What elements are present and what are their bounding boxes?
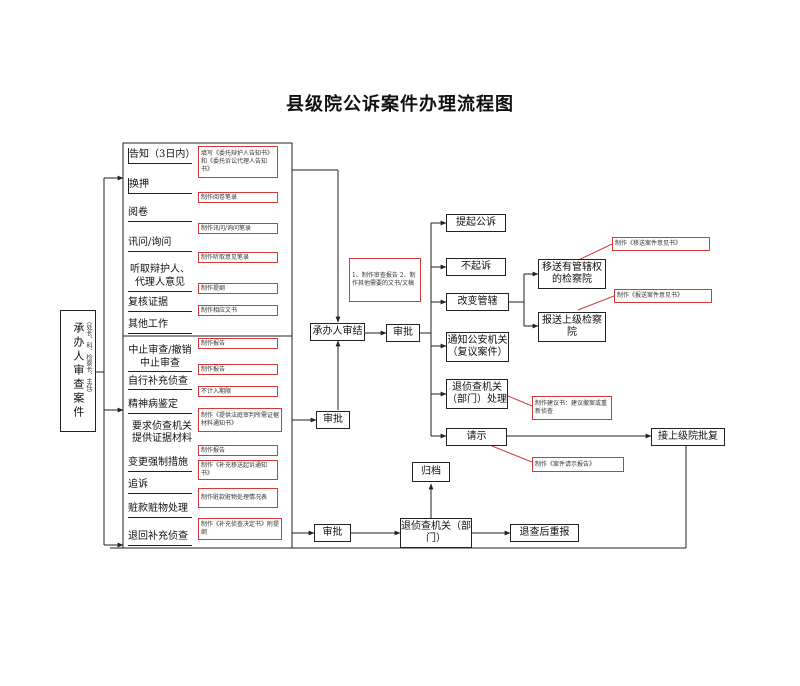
outcome-prosecute-label: 提起公诉 (456, 216, 496, 228)
step-interrogate-note: 制作讯问/询问笔录 (198, 223, 278, 234)
step-return-investigation-note: 制作《补充侦查决定书》附提纲 (198, 518, 282, 540)
step-change-measures: 变更强制措施 (128, 456, 192, 472)
step-self-investigate-label: 自行补充侦查 (128, 376, 188, 388)
transfer-superior-label: 报送上级检察院 (542, 314, 602, 339)
step-other-work: 其他工作 (128, 318, 192, 334)
outcome-no-prosecute-label: 不起诉 (461, 260, 491, 272)
step-stolen-goods-note: 制作赃款赃物处理情况表 (198, 488, 278, 508)
approve-bottom-label: 审批 (322, 526, 343, 538)
step-supplementary-charge-note: 制作《补充移送起诉通知书》 (198, 460, 278, 480)
archive-box: 归档 (412, 462, 450, 482)
outcome-return-agency-label: 退侦查机关（部门）处理 (447, 381, 507, 406)
step-read-file-note: 制作阅卷笔录 (198, 192, 278, 203)
step-hear-counsel-note: 制作听取意见笔录 (198, 252, 278, 263)
return-agency-box: 退侦查机关（部门） (400, 518, 472, 548)
step-psych-eval-label: 精神病鉴定 (128, 399, 178, 411)
outcome-return-agency-note: 制作建议书：建议撤案或重新侦查 (532, 396, 612, 420)
step-review-evidence-note: 制作提纲 (198, 283, 278, 294)
outcome-notify-police-label: 通知公安机关（复议案件） (447, 334, 508, 359)
step-self-investigate-note: 制作报告 (198, 364, 278, 375)
case-review-note: （处长、科、检察长、主任） (85, 318, 92, 396)
step-notify: 告知（3日内） (128, 148, 196, 164)
approve-box: 审批 (386, 324, 420, 342)
step-hear-counsel-label: 听取辩护人、代理人意见 (130, 264, 190, 288)
step-stolen-goods: 赃款赃物处理 (128, 502, 192, 518)
approve-bottom-box: 审批 (314, 524, 351, 542)
step-request-evidence-note: 制作《提供法庭审判所需证据材料通知书》 (198, 408, 282, 432)
transfer-court-note: 制作《移送案件意见书》 (612, 237, 710, 251)
step-custody-label: 换押 (129, 179, 149, 191)
step-review-evidence: 复核证据 (128, 296, 192, 312)
outcome-no-prosecute: 不起诉 (446, 258, 506, 276)
outcome-change-jurisdiction: 改变管辖 (446, 293, 509, 311)
page-title: 县级院公诉案件办理流程图 (286, 94, 514, 115)
outcome-return-agency: 退侦查机关（部门）处理 (446, 379, 508, 409)
step-suspend-note: 制作报告 (198, 338, 278, 349)
superior-reply-label: 接上级院批复 (658, 430, 718, 442)
outcome-change-jurisdiction-label: 改变管辖 (457, 295, 498, 307)
step-read-file-label: 阅卷 (128, 207, 148, 219)
approve-mid-label: 审批 (323, 413, 343, 425)
case-review-box: 承办人审查案件 (60, 310, 96, 432)
outcome-prosecute: 提起公诉 (446, 214, 506, 232)
approve-mid-box: 审批 (316, 411, 350, 429)
step-psych-eval-note: 不计入期限 (198, 386, 278, 397)
step-request-evidence: 要求侦查机关提供证据材料 (128, 418, 196, 448)
case-review-label: 承办人审查案件 (71, 322, 85, 420)
resubmit-box: 退查后重报 (510, 524, 579, 542)
superior-reply-box: 接上级院批复 (651, 428, 725, 446)
conclude-label: 承办人审结 (312, 325, 363, 337)
step-interrogate-label: 讯问/询问 (128, 237, 172, 249)
step-change-measures-label: 变更强制措施 (128, 457, 188, 469)
step-read-file: 阅卷 (128, 206, 192, 222)
archive-label: 归档 (421, 465, 441, 477)
transfer-court: 移送有管辖权的检察院 (538, 259, 606, 289)
outcome-request-label: 请示 (466, 430, 487, 442)
outcome-request: 请示 (446, 428, 507, 446)
step-stolen-goods-label: 赃款赃物处理 (128, 503, 188, 515)
step-suspend: 中止审查/撤销中止审查 (128, 344, 192, 372)
conclude-box: 承办人审结 (310, 323, 365, 341)
approve-label: 审批 (393, 326, 413, 338)
step-return-investigation: 退回补充侦查 (128, 530, 192, 546)
conclude-note: 1、制作审查报告 2、制作其他需要的文书/文稿 (349, 258, 421, 302)
step-review-evidence-label: 复核证据 (128, 297, 168, 309)
transfer-superior: 报送上级检察院 (538, 312, 606, 342)
step-suspend-label: 中止审查/撤销中止审查 (128, 345, 192, 369)
step-supplementary-charge-label: 追诉 (128, 479, 148, 491)
step-notify-label: 告知（3日内） (129, 149, 196, 161)
step-psych-eval: 精神病鉴定 (128, 398, 192, 414)
transfer-court-label: 移送有管辖权的检察院 (542, 261, 602, 286)
step-interrogate: 讯问/询问 (128, 236, 192, 252)
outcome-request-note: 制作《案件请示报告》 (532, 457, 624, 472)
step-return-investigation-label: 退回补充侦查 (128, 531, 188, 543)
step-hear-counsel: 听取辩护人、代理人意见 (128, 262, 192, 292)
resubmit-label: 退查后重报 (519, 526, 570, 538)
step-other-work-label: 其他工作 (128, 319, 168, 331)
return-agency-label: 退侦查机关（部门） (401, 520, 471, 545)
step-supplementary-charge: 追诉 (128, 478, 192, 494)
step-change-measures-note: 制作报告 (198, 445, 278, 456)
outcome-notify-police: 通知公安机关（复议案件） (446, 332, 509, 362)
step-self-investigate: 自行补充侦查 (128, 376, 192, 390)
step-notify-note: 填写《委托辩护人告知书》和《委托诉讼代理人告知书》 (198, 146, 278, 178)
transfer-superior-note: 制作《报送案件意见书》 (614, 289, 712, 303)
step-custody: 换押 (128, 178, 192, 194)
step-request-evidence-label: 要求侦查机关提供证据材料 (132, 420, 192, 445)
step-other-work-note: 制作相应文书 (198, 305, 278, 316)
